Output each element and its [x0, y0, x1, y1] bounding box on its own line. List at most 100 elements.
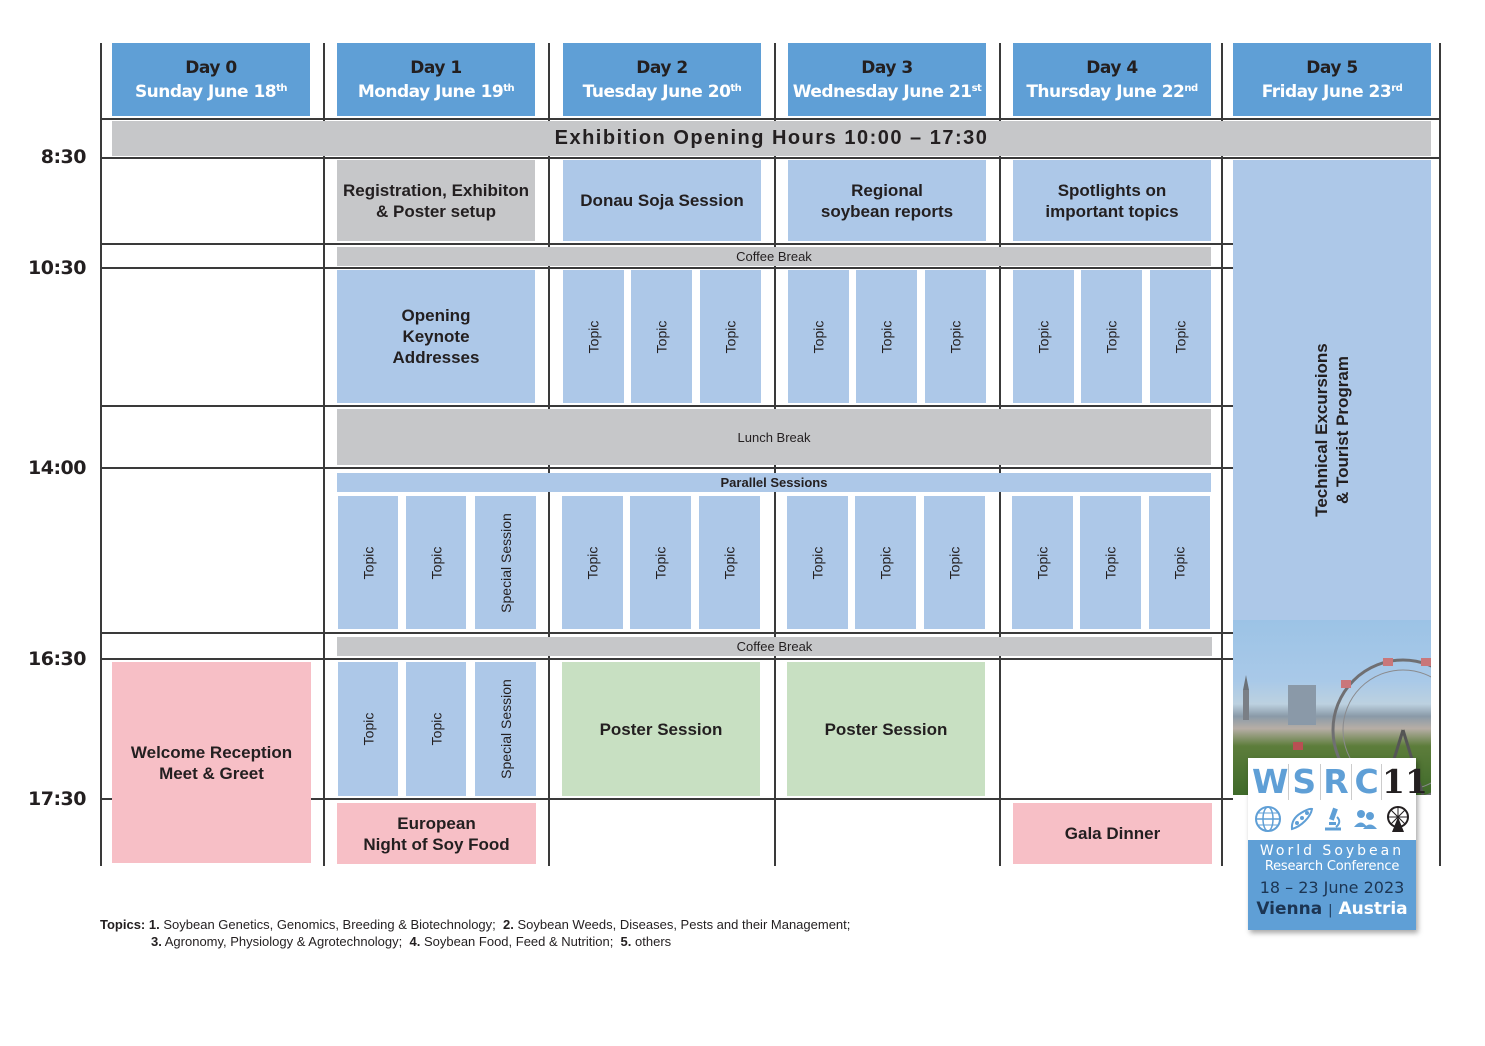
day-date: Wednesday June 21st	[792, 81, 982, 102]
topic-label: Topic	[877, 546, 894, 579]
topic-label: Topic	[360, 712, 376, 746]
grid-line	[323, 43, 325, 866]
day-header-0: Day 0 Sunday June 18th	[112, 43, 310, 116]
logo-number: 11	[1382, 762, 1428, 801]
topic-block: Topic	[406, 662, 466, 796]
session-text: Spotlights on	[1057, 180, 1167, 200]
topics-legend-line1: Topics: 1. Soybean Genetics, Genomics, B…	[100, 916, 850, 933]
session-text: Regional	[851, 180, 923, 200]
special-session-block: Special Session	[475, 662, 536, 796]
topic-label: Topic	[360, 546, 376, 579]
topics-legend-line2: 3. Agronomy, Physiology & Agrotechnology…	[100, 933, 850, 950]
break-text: Coffee Break	[736, 249, 812, 264]
topic-block: Topic	[338, 496, 398, 629]
topic-label: Topic	[584, 546, 601, 579]
break-text: Coffee Break	[736, 639, 813, 654]
day-header-4: Day 4 Thursday June 22nd	[1013, 43, 1211, 116]
topic-block: Topic	[562, 496, 623, 629]
topic-block: Topic	[1080, 496, 1141, 629]
topic-number: 4.	[409, 934, 421, 949]
topic-label: Topic	[652, 546, 669, 579]
topic-block: Topic	[1150, 270, 1211, 403]
session-text: important topics	[1045, 201, 1179, 221]
session-text: Opening	[401, 306, 471, 325]
grid-line	[100, 157, 1441, 159]
parallel-sessions-bar: Parallel Sessions	[337, 473, 1211, 492]
session-text: Donau Soja Session	[580, 191, 744, 210]
logo-dates: 18 – 23 June 2023	[1259, 878, 1405, 897]
session-text: soybean reports	[820, 201, 954, 221]
donau-soja-session: Donau Soja Session	[563, 160, 761, 241]
topic-label: Topic	[585, 320, 602, 353]
logo-letter: W	[1252, 762, 1289, 801]
topic-label: Topic	[947, 320, 964, 353]
registration-session: Registration, Exhibiton & Poster setup	[337, 160, 535, 241]
people-icon	[1354, 810, 1378, 829]
coffee-break-morning: Coffee Break	[337, 247, 1211, 266]
gala-dinner: Gala Dinner	[1013, 803, 1212, 864]
day-date: Sunday June 18th	[134, 81, 288, 102]
soybean-pod-icon	[1290, 807, 1313, 831]
topic-block: Topic	[788, 270, 849, 403]
topic-label: Topic	[722, 320, 739, 353]
topic-label: Topic	[1172, 320, 1189, 353]
logo-letter: R	[1321, 764, 1353, 800]
topic-block: Topic	[924, 496, 985, 629]
topic-block: Topic	[563, 270, 624, 403]
topic-block: Topic	[925, 270, 986, 403]
topic-block: Topic	[338, 662, 398, 796]
excursions-text: Technical Excursions & Tourist Program	[1311, 343, 1353, 517]
time-label: 16:30	[28, 648, 86, 670]
logo-line1: World Soybean	[1259, 843, 1405, 859]
topic-text: Soybean Weeds, Diseases, Pests and their…	[517, 917, 851, 932]
grid-line	[100, 43, 102, 866]
globe-icon	[1255, 806, 1282, 832]
topic-number: 1.	[148, 917, 160, 932]
session-text: & Tourist Program	[1333, 356, 1352, 504]
grid-line	[100, 632, 1233, 634]
topic-label: Topic	[1102, 546, 1119, 579]
session-text: Poster Session	[824, 719, 948, 739]
time-label: 10:30	[28, 257, 86, 279]
regional-reports-session: Regional soybean reports	[788, 160, 986, 241]
logo-icons	[1252, 802, 1414, 836]
topic-block: Topic	[406, 496, 466, 629]
topic-block: Topic	[699, 496, 760, 629]
grid-line	[100, 405, 1233, 407]
day-date: Thursday June 22nd	[1026, 81, 1198, 102]
welcome-reception: Welcome Reception Meet & Greet	[112, 662, 311, 863]
grid-line	[1221, 43, 1223, 866]
topic-label: Topic	[1034, 546, 1051, 579]
day-label: Day 0	[185, 57, 237, 78]
time-label: 17:30	[28, 788, 86, 810]
session-text: Welcome Reception	[130, 742, 293, 762]
poster-session-day2: Poster Session	[562, 662, 760, 796]
session-text: Night of Soy Food	[363, 834, 510, 854]
day-label: Day 3	[861, 57, 913, 78]
topic-label: Topic	[1035, 320, 1052, 353]
session-text: Poster Session	[599, 719, 723, 739]
topic-block: Topic	[1081, 270, 1142, 403]
session-text: Gala Dinner	[1064, 824, 1161, 843]
session-text: Registration, Exhibiton	[342, 180, 530, 200]
day-label: Day 1	[410, 57, 462, 78]
topics-legend: Topics: 1. Soybean Genetics, Genomics, B…	[100, 916, 850, 950]
logo-location: Vienna | Austria	[1248, 899, 1416, 921]
session-text: Technical Excursions	[1312, 343, 1331, 517]
topic-label: Topic	[946, 546, 963, 579]
time-label: 14:00	[28, 457, 86, 479]
day-header-5: Day 5 Friday June 23rd	[1233, 43, 1431, 116]
day-label: Day 5	[1306, 57, 1358, 78]
topic-block: Topic	[1149, 496, 1210, 629]
grid-line	[100, 118, 1441, 120]
topics-label: Topics:	[100, 917, 146, 932]
logo-letters: W S R C 11	[1252, 762, 1428, 801]
ferris-wheel-icon	[1386, 806, 1409, 832]
grid-line	[100, 243, 1233, 245]
lunch-break: Lunch Break	[337, 409, 1211, 465]
topic-block: Topic	[855, 496, 916, 629]
topic-label: Topic	[428, 712, 444, 746]
session-text: Addresses	[392, 348, 480, 367]
day-date: Monday June 19th	[357, 81, 515, 102]
ferris-wheel-photo-icon	[1243, 658, 1431, 795]
